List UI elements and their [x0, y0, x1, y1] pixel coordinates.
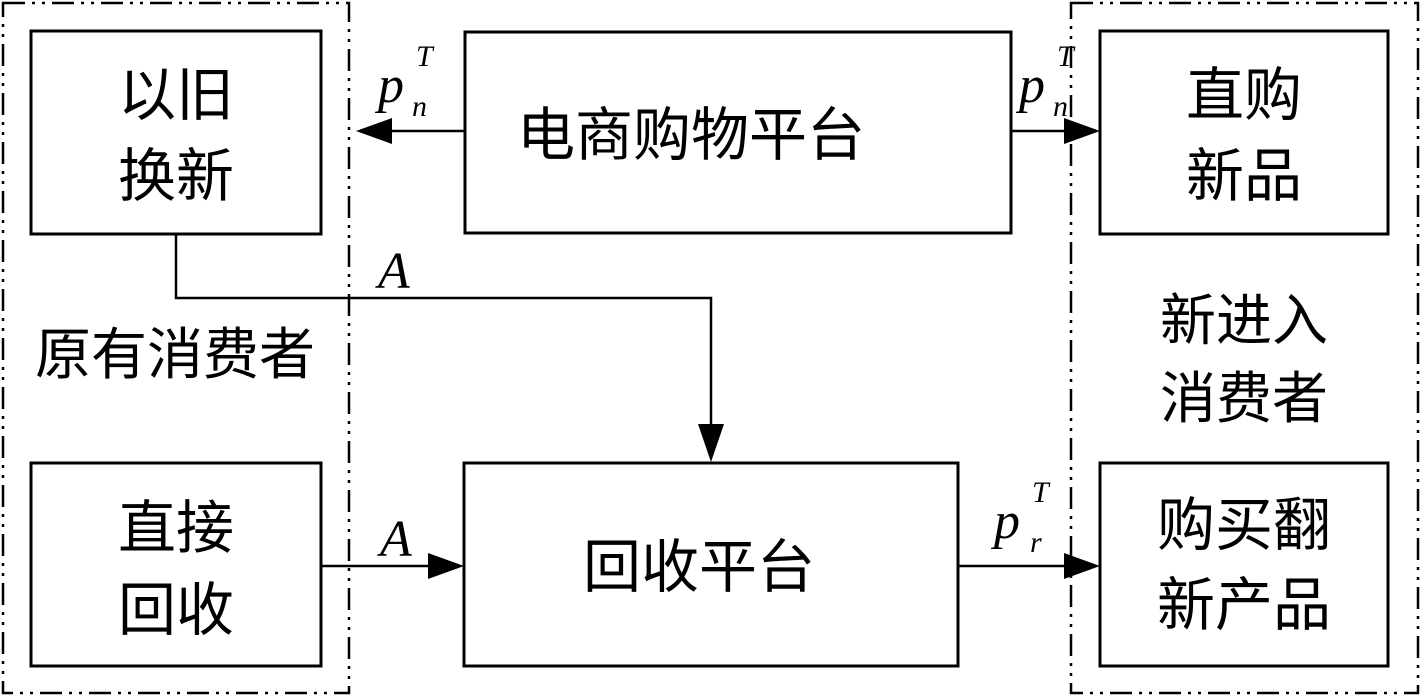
- buy-new-direct-label-line2: 新品: [1186, 142, 1302, 210]
- price-refurb-label: p T r: [990, 476, 1051, 559]
- arrowhead-tradein: [356, 118, 392, 144]
- ecommerce-platform-label: 电商购物平台: [517, 101, 865, 169]
- recycling-platform-label: 回收平台: [583, 533, 815, 601]
- trade-in-label-line1: 以旧: [118, 61, 234, 129]
- arrowhead-recycling-top: [698, 424, 724, 462]
- arrowhead-refurb: [1064, 553, 1100, 579]
- trade-in-label-line2: 换新: [118, 142, 234, 210]
- tradein-to-recycling-label: A: [375, 243, 410, 300]
- direct-recycle-label-line2: 回收: [118, 576, 234, 644]
- svg-text:T: T: [1057, 40, 1076, 73]
- svg-text:n: n: [1053, 90, 1068, 123]
- existing-consumers-label: 原有消费者: [35, 323, 315, 388]
- new-consumers-label-line2: 消费者: [1160, 367, 1328, 432]
- buy-new-direct-box: [1098, 29, 1390, 236]
- buy-refurbished-label-line2: 新产品: [1157, 571, 1331, 639]
- arrowhead-buynew: [1064, 118, 1100, 144]
- trade-in-box: [29, 29, 323, 236]
- svg-text:T: T: [1032, 476, 1051, 509]
- new-consumers-label-line1: 新进入: [1160, 289, 1328, 354]
- arrowhead-recycling-left: [428, 553, 464, 579]
- direct-recycle-label-line1: 直接: [118, 494, 234, 562]
- ecommerce-platform-box: [463, 30, 1013, 235]
- direct-to-recycling-label: A: [377, 511, 412, 568]
- price-new-right-label: p T n: [1015, 40, 1076, 123]
- svg-text:p: p: [1015, 57, 1045, 114]
- svg-text:p: p: [374, 57, 404, 114]
- svg-text:r: r: [1030, 526, 1042, 559]
- new-consumers-group: [1069, 1, 1420, 695]
- direct-recycle-box: [29, 461, 323, 668]
- buy-refurbished-box: [1098, 461, 1390, 668]
- price-new-left-label: p T n: [374, 40, 435, 123]
- recycling-platform-box: [462, 461, 960, 668]
- svg-text:n: n: [412, 90, 427, 123]
- arrow-tradein-to-recycling: [174, 234, 713, 424]
- svg-text:p: p: [990, 493, 1020, 550]
- buy-refurbished-label-line1: 购买翻: [1157, 491, 1331, 559]
- existing-consumers-group: [1, 1, 351, 695]
- buy-new-direct-label-line1: 直购: [1186, 61, 1302, 129]
- svg-text:T: T: [416, 40, 435, 73]
